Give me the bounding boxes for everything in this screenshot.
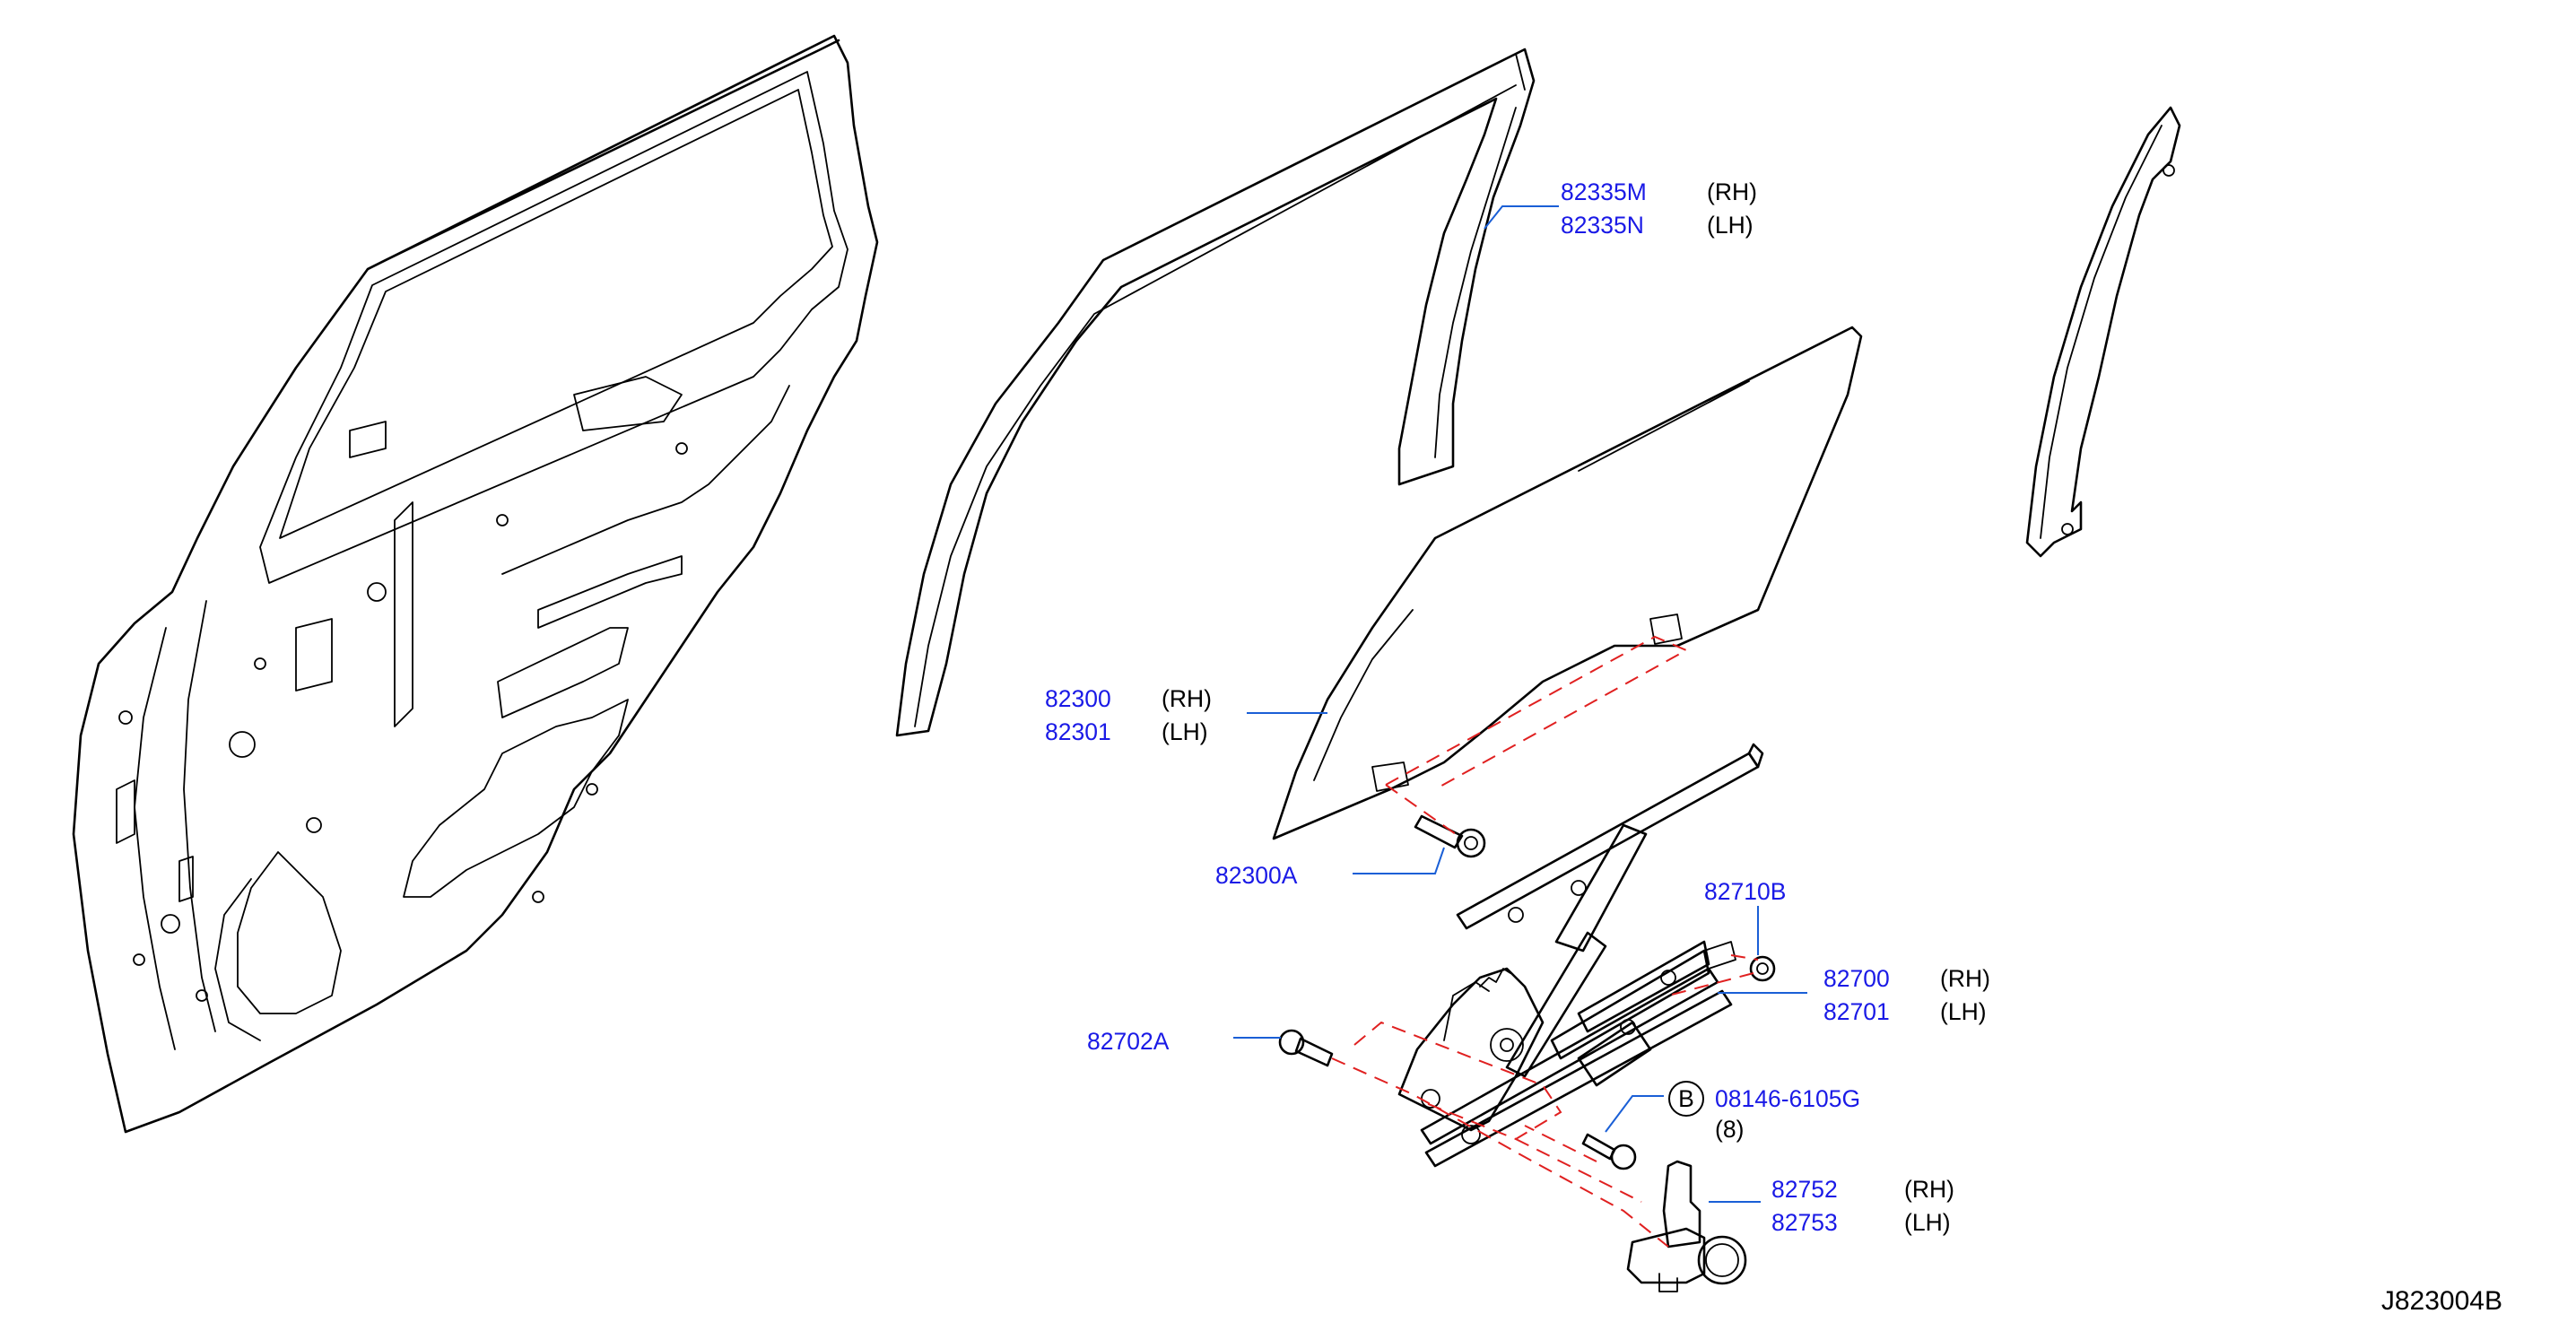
bolt-82702A-drawing: [1278, 1029, 1334, 1067]
bolt-82300A-drawing: [1414, 814, 1486, 858]
side-rh-label: (RH): [1707, 178, 1757, 205]
quantity-label: (8): [1715, 1116, 1744, 1143]
part-number-82710B: 82710B: [1704, 878, 1786, 905]
door-glass-82300: [1272, 326, 1863, 840]
bolt-08146-drawing: [1581, 1133, 1637, 1170]
regulator-motor-82752: [1626, 1160, 1747, 1292]
part-number-82700: 82700: [1823, 965, 1890, 992]
part-number-82702A: 82702A: [1087, 1028, 1170, 1055]
rear-door-panel: [72, 34, 879, 1134]
part-number-82301: 82301: [1045, 718, 1111, 745]
drawing-code: J823004B: [2381, 1286, 2502, 1316]
part-number-82335N: 82335N: [1561, 212, 1644, 239]
part-number-08146-6105G: 08146-6105G: [1715, 1085, 1860, 1112]
part-number-82752: 82752: [1771, 1176, 1838, 1203]
side-rh-label: (RH): [1940, 965, 1990, 992]
part-number-82300: 82300: [1045, 685, 1111, 712]
callout-glass: 82300 (RH) 82301 (LH): [1045, 685, 1212, 745]
rear-sash-channel: [2025, 106, 2181, 558]
part-number-82335M: 82335M: [1561, 178, 1647, 205]
side-lh-label: (LH): [1940, 998, 1987, 1025]
part-number-82753: 82753: [1771, 1209, 1838, 1236]
phantom-lines: [1331, 635, 1759, 1248]
side-rh-label: (RH): [1904, 1176, 1954, 1203]
callout-motor-bolt: B 08146-6105G (8): [1668, 1081, 1860, 1143]
window-regulator-82700: [1397, 743, 1764, 1168]
circled-b-letter: B: [1678, 1085, 1694, 1112]
side-lh-label: (LH): [1904, 1209, 1951, 1236]
side-lh-label: (LH): [1707, 212, 1754, 239]
part-number-82701: 82701: [1823, 998, 1890, 1025]
nut-82710B-drawing: [1749, 955, 1776, 982]
leader-lines: [1233, 205, 1807, 1203]
side-lh-label: (LH): [1162, 718, 1208, 745]
circled-b-symbol: [1668, 1081, 1704, 1117]
window-sash-82335: [895, 48, 1536, 737]
callout-regulator: 82700 (RH) 82701 (LH): [1823, 965, 1990, 1025]
callout-motor: 82752 (RH) 82753 (LH): [1771, 1176, 1954, 1236]
side-rh-label: (RH): [1162, 685, 1212, 712]
callout-sash: 82335M (RH) 82335N (LH): [1561, 178, 1757, 239]
part-number-82300A: 82300A: [1215, 862, 1298, 889]
